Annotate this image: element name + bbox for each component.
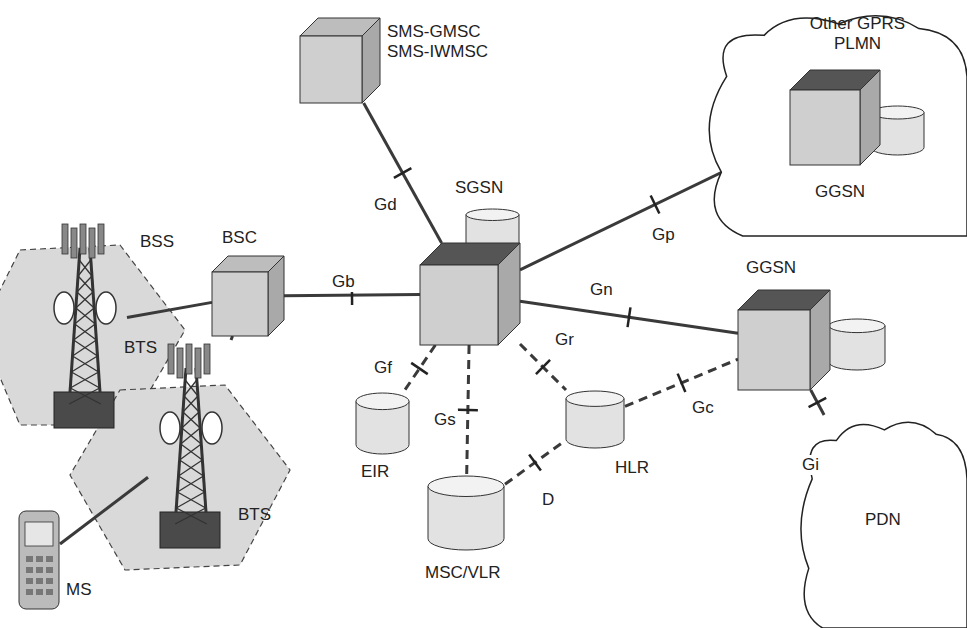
network-node: BTS [148, 340, 288, 555]
network-node: BSC [212, 228, 287, 338]
network-node: SGSN [420, 178, 530, 348]
database-cylinder [565, 390, 625, 448]
interface-tick [651, 196, 660, 214]
interface-label: Gi [800, 455, 821, 475]
interface-tick [394, 168, 411, 178]
network-node: Other GPRS PLMN GGSN [700, 8, 967, 236]
interface-label: Gp [650, 225, 677, 245]
node-label: BTS [124, 338, 157, 358]
node-label: HLR [615, 458, 649, 478]
node-label: BTS [238, 505, 271, 525]
interface-label: Gc [690, 398, 716, 418]
connector [809, 390, 827, 415]
interface-label: Gn [588, 280, 615, 300]
interface-tick [678, 374, 686, 392]
node-label: GGSN [815, 182, 865, 202]
interface-tick [628, 307, 631, 327]
interface-label: Gd [372, 195, 399, 215]
network-node: MS [18, 510, 113, 615]
network-node: GGSN [790, 70, 930, 210]
interface-tick [529, 454, 541, 470]
interface-tick [458, 409, 478, 412]
network-node: MSC/VLR [425, 475, 520, 595]
mobile-phone [18, 510, 60, 610]
interface-tick [411, 363, 428, 374]
node-label: Other GPRS PLMN [795, 14, 920, 55]
node-label: SMS-GMSC SMS-IWMSC [387, 22, 512, 63]
server-cube [300, 18, 380, 103]
interface-label: Gs [432, 410, 458, 430]
network-node: HLR [565, 390, 660, 485]
connector [404, 345, 436, 392]
bts-tower [148, 340, 233, 550]
interface-tick [536, 360, 550, 374]
connector [364, 103, 442, 243]
node-label: MS [66, 580, 92, 600]
connector [458, 345, 478, 475]
node-label: BSC [222, 228, 257, 248]
network-node: BTS [42, 220, 167, 435]
node-label: MSC/VLR [425, 563, 501, 583]
connector [231, 336, 233, 340]
database-cylinder [355, 392, 410, 454]
interface-label: Gr [553, 330, 576, 350]
network-node: SMS-GMSC SMS-IWMSC [300, 18, 545, 113]
connector [127, 302, 212, 317]
network-node: EIR [355, 392, 415, 487]
bts-tower [42, 220, 127, 430]
part-label: BSS [140, 232, 174, 252]
node-label: GGSN [746, 258, 796, 278]
node-label: PDN [865, 510, 901, 530]
connector [520, 344, 566, 390]
server-cube [738, 290, 830, 390]
interface-label: Gb [330, 272, 357, 292]
server-cube [212, 256, 284, 336]
connector [520, 301, 738, 333]
network-node: PDN [795, 415, 967, 628]
network-node: GGSN [738, 258, 898, 393]
node-label: EIR [361, 462, 389, 482]
connector [625, 359, 738, 406]
database-cylinder [828, 318, 886, 370]
interface-label: Gf [372, 358, 394, 378]
interface-label: D [540, 490, 556, 510]
server-cube [790, 70, 880, 165]
server-cube [420, 243, 520, 345]
connector [505, 441, 565, 484]
connector [60, 477, 148, 544]
node-label: SGSN [455, 178, 503, 198]
database-cylinder [427, 475, 505, 550]
interface-tick [809, 398, 827, 407]
